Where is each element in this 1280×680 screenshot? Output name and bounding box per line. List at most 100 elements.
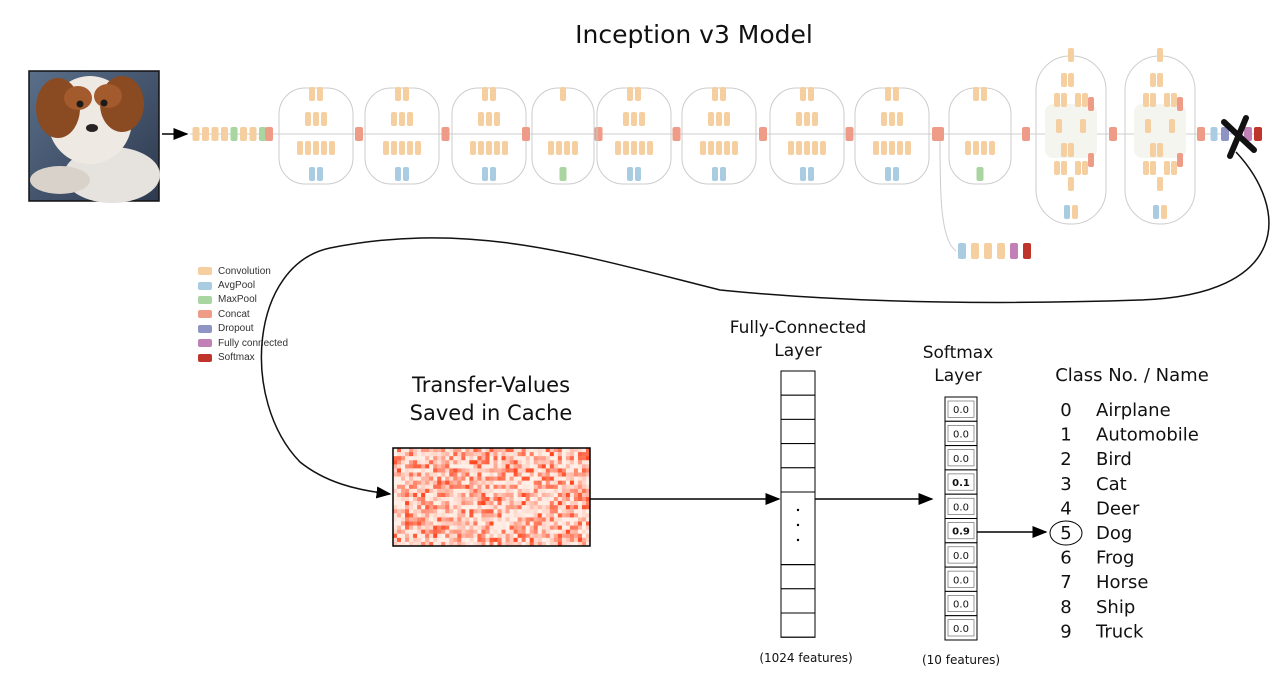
heatmap-cell <box>469 533 474 539</box>
softmax-value: 0.1 <box>952 478 970 489</box>
heatmap-cell <box>437 529 442 535</box>
heatmap-cell <box>537 448 543 453</box>
heatmap-cell <box>541 517 547 522</box>
heatmap-cell <box>521 537 526 543</box>
conv-layer-block <box>494 112 500 126</box>
input-dog-image <box>28 70 160 203</box>
heatmap-cell <box>413 517 418 522</box>
heatmap-border <box>392 447 591 547</box>
heatmap-cell <box>429 529 434 535</box>
heatmap-cell <box>433 492 438 498</box>
heatmap-cell <box>565 464 571 469</box>
heatmap-cell <box>557 529 563 535</box>
concat-layer-block <box>522 127 530 141</box>
heatmap-cell <box>537 488 543 494</box>
heatmap-cell <box>485 509 490 514</box>
heatmap-cell <box>481 472 486 477</box>
heatmap-cell <box>549 537 555 543</box>
heatmap-cell <box>489 480 494 486</box>
large-module-concat <box>1088 97 1094 111</box>
heatmap-cell <box>533 537 539 543</box>
heatmap-cell <box>485 480 490 486</box>
heatmap-cell <box>577 448 583 453</box>
heatmap-cell <box>397 456 402 461</box>
heatmap-cell <box>529 521 535 526</box>
heatmap-cell <box>557 501 563 506</box>
heatmap-cell <box>521 460 526 465</box>
heatmap-cell <box>565 537 571 543</box>
large-module-block <box>1171 161 1177 175</box>
heatmap-cell <box>461 456 466 461</box>
class-name: Automobile <box>1096 425 1199 446</box>
heatmap-cell <box>509 517 514 522</box>
heatmap-cell <box>569 541 575 547</box>
heatmap-cell <box>481 452 486 457</box>
large-module-block <box>1164 93 1170 107</box>
heatmap-cell <box>497 484 502 490</box>
heatmap-cell <box>533 529 539 535</box>
heatmap-cell <box>481 513 486 518</box>
heatmap-cell <box>437 537 442 543</box>
heatmap-cell <box>501 480 506 486</box>
heatmap-cell <box>541 497 547 502</box>
heatmap-cell <box>501 533 506 539</box>
heatmap-cell <box>521 525 526 530</box>
heatmap-cell <box>545 476 551 481</box>
heatmap-cell <box>549 525 555 530</box>
heatmap-cell <box>393 505 398 510</box>
heatmap-cell <box>489 472 494 477</box>
softmax-value: 0.0 <box>953 405 969 416</box>
heatmap-cell <box>409 480 414 486</box>
aux-branch-line <box>939 140 957 252</box>
heatmap-cell <box>505 452 510 457</box>
heatmap-cell <box>513 509 518 514</box>
heatmap-cell <box>461 448 466 453</box>
heatmap-cell <box>509 476 514 481</box>
heatmap-cell <box>449 484 454 490</box>
heatmap-cell <box>469 541 474 547</box>
heatmap-cell <box>513 488 518 494</box>
heatmap-cell <box>505 505 510 510</box>
heatmap-cell <box>517 480 522 486</box>
heatmap-cell <box>481 521 486 526</box>
heatmap-cell <box>533 521 539 526</box>
heatmap-cell <box>553 501 559 506</box>
heatmap-cell <box>521 497 526 502</box>
heatmap-cell <box>509 452 514 457</box>
legend-label: MaxPool <box>218 294 257 306</box>
heatmap-cell <box>469 488 474 494</box>
heatmap-cell <box>477 521 482 526</box>
heatmap-cell <box>561 448 567 453</box>
heatmap-cell <box>397 509 402 514</box>
heatmap-cell <box>469 468 474 473</box>
heatmap-cell <box>477 513 482 518</box>
heatmap-cell <box>573 505 579 510</box>
heatmap-cell <box>417 488 422 494</box>
heatmap-cell <box>405 529 410 535</box>
heatmap-cell <box>465 505 470 510</box>
legend-swatch <box>198 324 212 333</box>
heatmap-cell <box>453 541 458 547</box>
heatmap-cell <box>409 488 414 494</box>
heatmap-cell <box>409 472 414 477</box>
conv-layer-block <box>631 141 637 155</box>
heatmap-cell <box>529 509 535 514</box>
heatmap-cell <box>521 464 526 469</box>
heatmap-cell <box>405 521 410 526</box>
heatmap-cell <box>513 448 518 453</box>
heatmap-cell <box>481 537 486 543</box>
fc-cell <box>780 443 816 469</box>
heatmap-cell <box>497 492 502 498</box>
heatmap-cell <box>505 488 510 494</box>
heatmap-cell <box>449 476 454 481</box>
heatmap-cell <box>517 509 522 514</box>
heatmap-cell <box>533 476 539 481</box>
heatmap-cell <box>449 525 454 530</box>
heatmap-cell <box>505 533 510 539</box>
heatmap-cell <box>573 517 579 522</box>
heatmap-cell <box>573 501 579 506</box>
heatmap-cell <box>553 468 559 473</box>
heatmap-cell <box>477 464 482 469</box>
heatmap-cell <box>421 492 426 498</box>
heatmap-cell <box>577 509 583 514</box>
